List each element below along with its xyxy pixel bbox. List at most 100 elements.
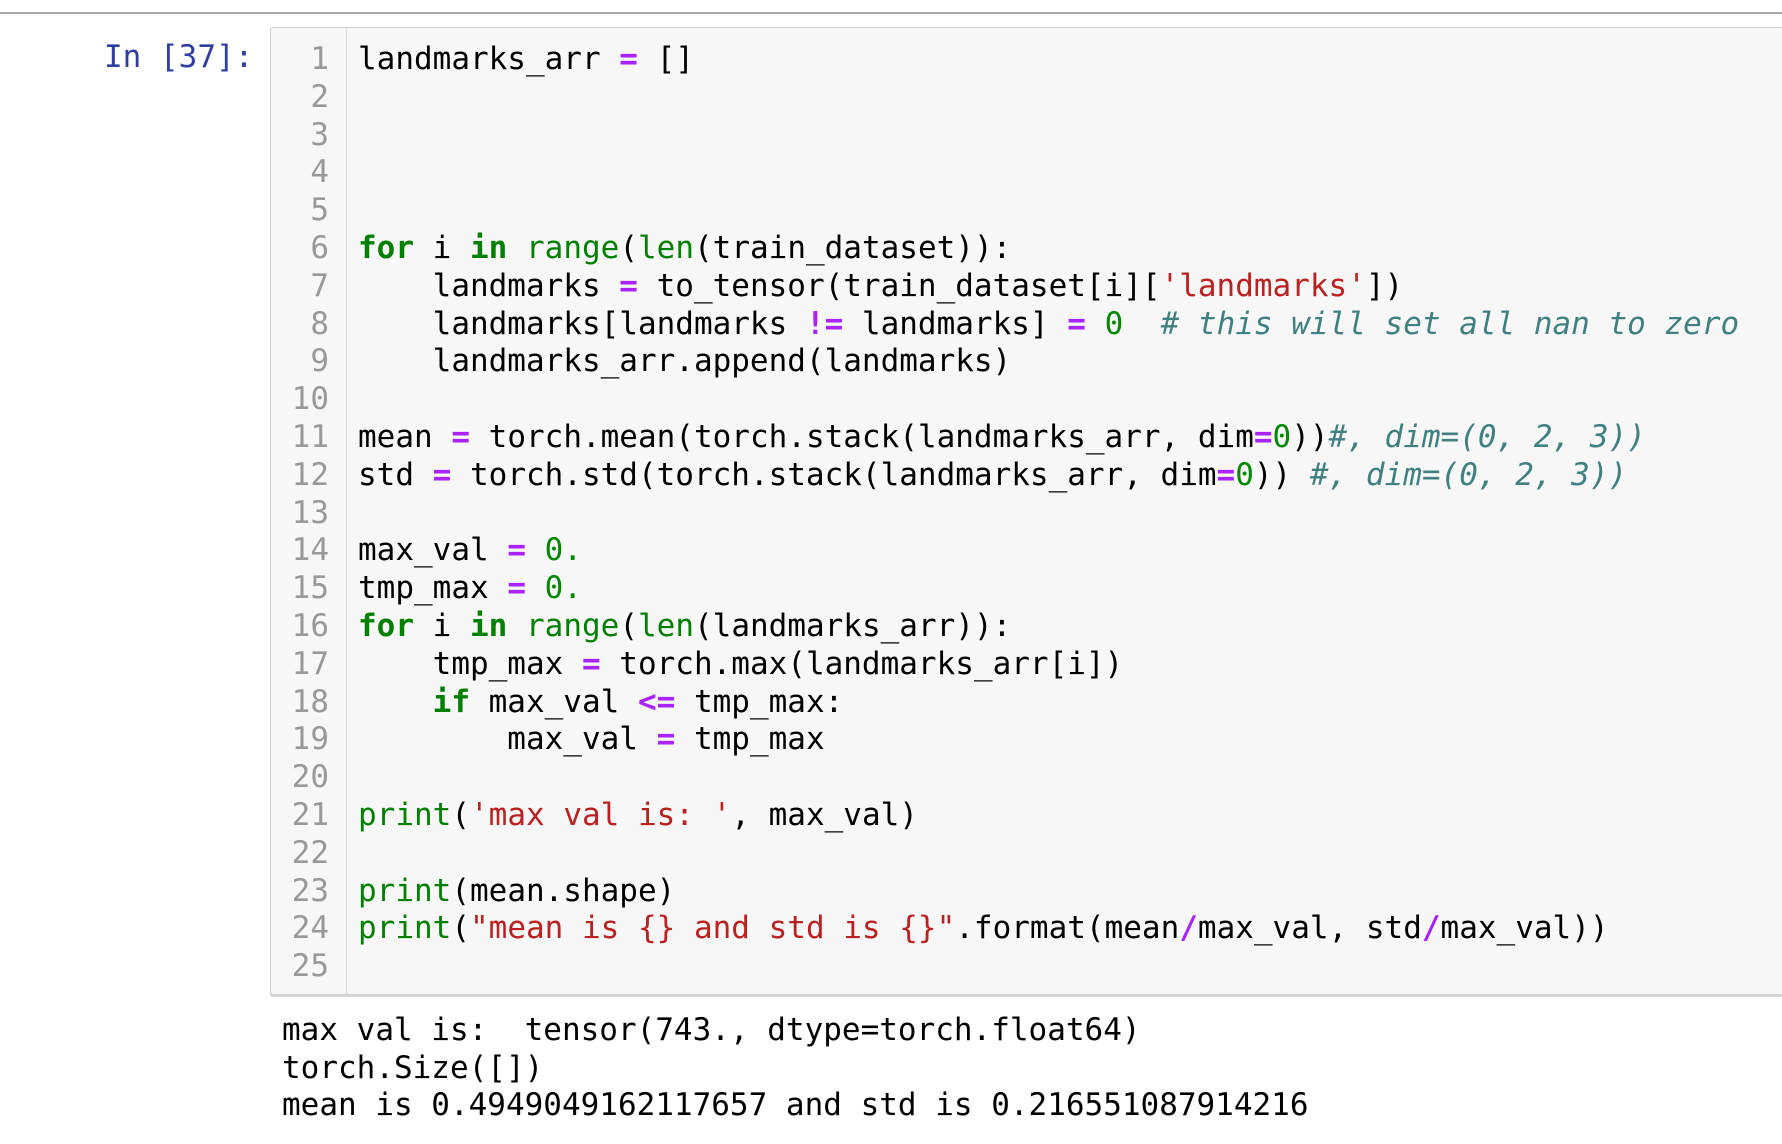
code-token: #, dim=(0, 2, 3))	[1309, 456, 1628, 493]
code-token: /	[1179, 910, 1198, 947]
code-line[interactable]: 22	[271, 835, 1782, 873]
code-line[interactable]: 23 print(mean.shape)	[271, 873, 1782, 911]
code-token: =	[432, 456, 452, 493]
code-text: landmarks[landmarks != landmarks] = 0 # …	[358, 305, 1740, 344]
code-token: "mean is {} and std is {}"	[470, 910, 956, 947]
line-number: 24	[291, 910, 329, 947]
code-line[interactable]: 3	[271, 117, 1782, 155]
code-token: print	[358, 872, 452, 909]
code-token	[358, 684, 433, 720]
code-token: landmarks	[358, 267, 620, 304]
code-text: print(mean.shape)	[358, 873, 675, 911]
code-token: max_val))	[1440, 910, 1609, 947]
code-line[interactable]: 2	[271, 79, 1782, 117]
code-line[interactable]: 9 landmarks_arr.append(landmarks)	[271, 343, 1782, 381]
code-token	[526, 570, 545, 606]
line-number: 3	[310, 116, 329, 153]
code-token: (train_dataset)):	[694, 229, 1012, 266]
code-line[interactable]: 11 mean = torch.mean(torch.stack(landmark…	[271, 419, 1782, 457]
code-text: max_val = tmp_max	[358, 721, 825, 759]
code-line[interactable]: 17 tmp_max = torch.max(landmarks_arr[i])	[271, 646, 1782, 684]
line-number: 1	[310, 41, 329, 77]
line-number: 18	[291, 683, 329, 720]
code-text: tmp_max = torch.max(landmarks_arr[i])	[358, 645, 1124, 684]
line-number: 2	[310, 78, 329, 115]
code-token: i	[414, 607, 470, 644]
output-line: torch.Size([])	[282, 1049, 544, 1086]
code-token: # this will set all nan to zero	[1160, 305, 1740, 342]
code-token: for	[358, 229, 414, 266]
code-text: print('max val is: ', max_val)	[358, 797, 918, 835]
code-line[interactable]: 5	[271, 192, 1782, 230]
code-line[interactable]: 18 if max_val <= tmp_max:	[271, 684, 1782, 722]
code-line[interactable]: 24 print("mean is {} and std is {}".forma…	[271, 910, 1782, 948]
code-token: max_val, std	[1197, 910, 1422, 947]
code-text: for i in range(len(train_dataset)):	[358, 230, 1011, 268]
code-token: =	[451, 418, 470, 455]
code-text: mean = torch.mean(torch.stack(landmarks_…	[358, 419, 1646, 457]
line-number: 4	[310, 154, 329, 191]
line-number: 23	[291, 872, 329, 909]
code-token: .format(mean	[955, 910, 1180, 947]
code-token: torch.max(landmarks_arr[i])	[600, 645, 1124, 682]
code-token: 0.	[544, 532, 582, 569]
output-line: mean is 0.4949049162117657 and std is 0.…	[282, 1087, 1309, 1124]
code-token: std	[358, 456, 433, 493]
code-token: ))	[1253, 456, 1310, 493]
line-number: 25	[291, 948, 329, 985]
line-number: 7	[310, 267, 329, 304]
code-token: (	[619, 229, 638, 266]
code-token: =	[507, 532, 526, 569]
line-number: 11	[291, 418, 329, 455]
code-token: to_tensor(train_dataset[i][	[637, 267, 1161, 304]
code-text: landmarks_arr.append(landmarks)	[358, 343, 1012, 381]
code-token: for	[358, 607, 414, 644]
notebook-top-divider	[0, 12, 1782, 14]
code-line[interactable]: 8 landmarks[landmarks != landmarks] = 0 …	[271, 306, 1782, 344]
code-token: tmp_max	[358, 645, 582, 682]
code-line[interactable]: 10	[271, 381, 1782, 419]
line-number: 9	[310, 343, 329, 380]
code-line[interactable]: 4	[271, 154, 1782, 192]
code-token: landmarks]	[843, 305, 1068, 342]
code-token: tmp_max	[358, 570, 508, 607]
line-number: 14	[291, 532, 329, 569]
code-line[interactable]: 25	[271, 948, 1782, 986]
code-token: i	[414, 229, 470, 266]
code-token: torch.std(torch.stack(landmarks_arr, dim	[451, 456, 1217, 493]
code-token: print	[358, 910, 452, 947]
code-token: 'landmarks'	[1160, 267, 1366, 304]
code-token: =	[1216, 456, 1236, 493]
line-number: 15	[291, 570, 329, 607]
code-token: #, dim=(0, 2, 3))	[1328, 418, 1646, 455]
code-token	[526, 532, 545, 568]
code-token: in	[470, 229, 508, 266]
code-text: std = torch.std(torch.stack(landmarks_ar…	[358, 457, 1627, 495]
output-line: max val is: tensor(743., dtype=torch.flo…	[282, 1012, 1141, 1048]
code-token: landmarks[landmarks	[358, 305, 806, 342]
code-line[interactable]: 7 landmarks = to_tensor(train_dataset[i]…	[271, 268, 1782, 306]
code-line[interactable]: 13	[271, 495, 1782, 533]
code-text: print("mean is {} and std is {}".format(…	[358, 910, 1609, 948]
code-token: =	[619, 41, 638, 77]
code-token: tmp_max	[675, 721, 825, 758]
code-text: for i in range(len(landmarks_arr)):	[358, 608, 1011, 646]
line-number: 10	[291, 381, 329, 418]
code-text: landmarks_arr = []	[358, 41, 694, 79]
code-line[interactable]: 20	[271, 759, 1782, 797]
code-token: 0.	[544, 570, 582, 607]
code-token: 0	[1235, 456, 1254, 493]
code-token: if	[432, 683, 470, 720]
code-line[interactable]: 1 landmarks_arr = []	[271, 41, 1782, 79]
code-line[interactable]: 19 max_val = tmp_max	[271, 721, 1782, 759]
code-token: =	[1067, 305, 1086, 342]
code-token	[507, 230, 526, 266]
